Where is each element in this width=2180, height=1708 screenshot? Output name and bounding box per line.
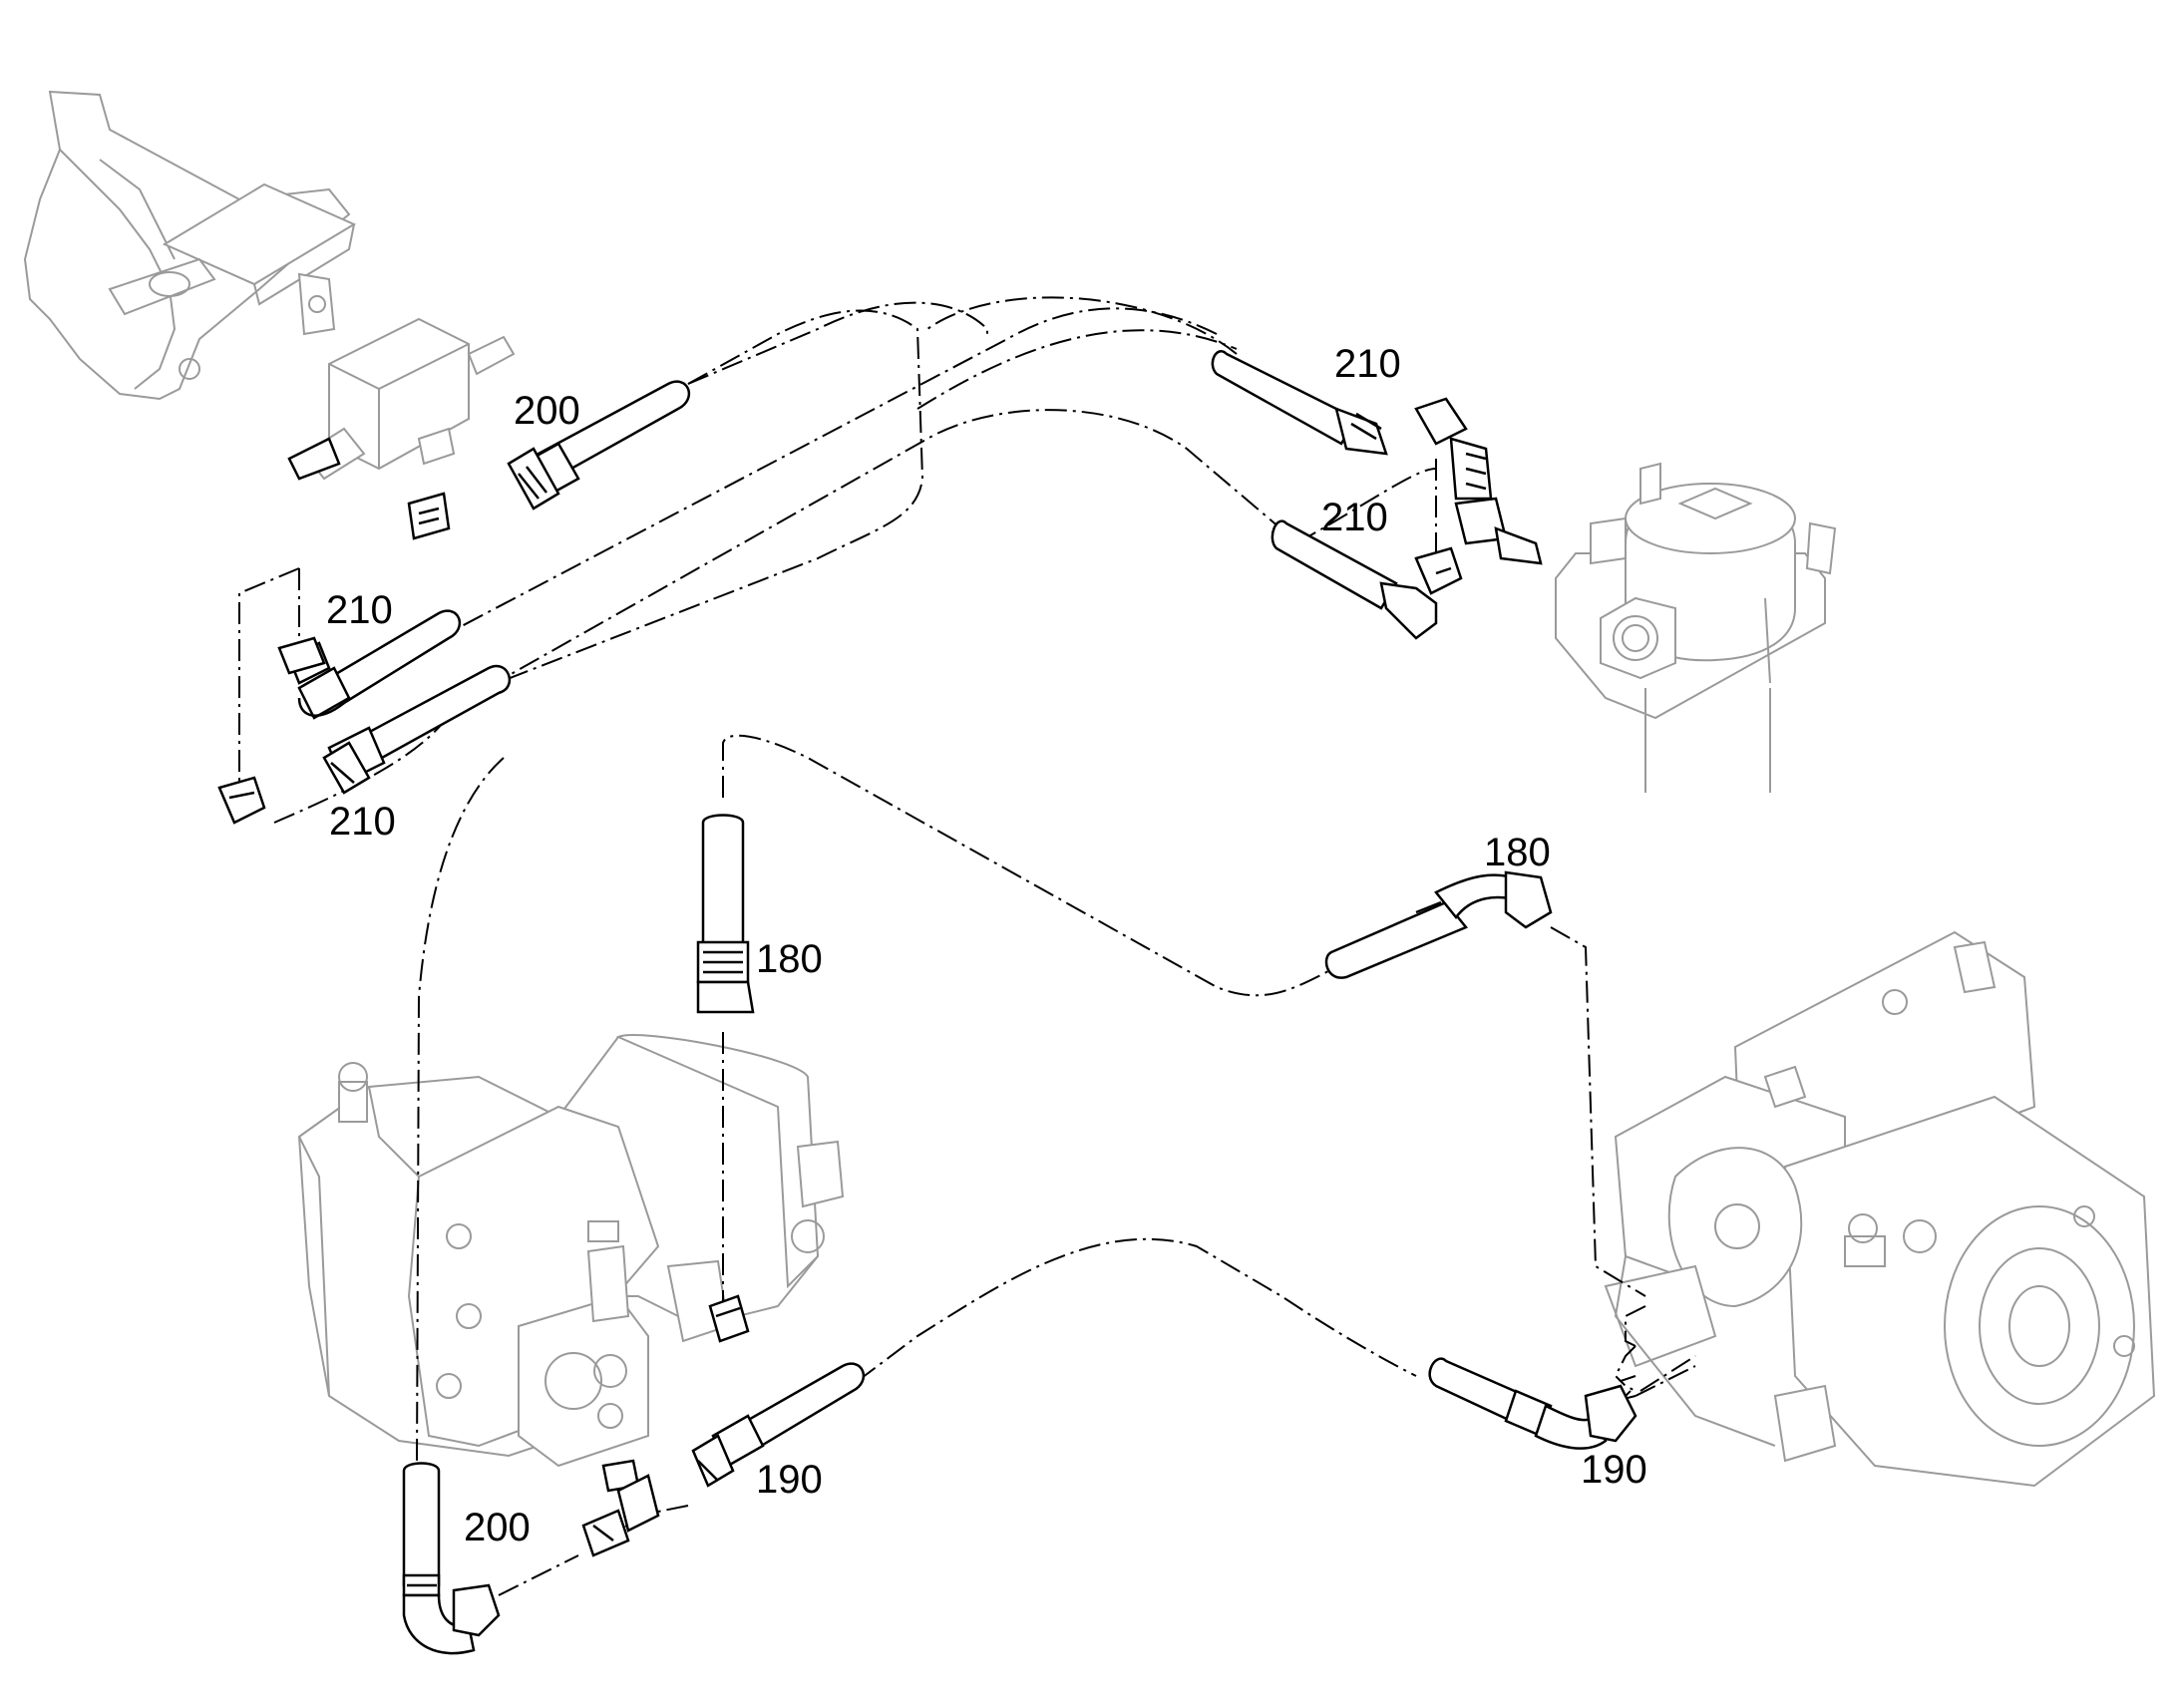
callout-180-center: 180 [756, 937, 823, 981]
callout-200-bottom-left: 200 [464, 1506, 531, 1549]
callout-190-bottom-right: 190 [1581, 1448, 1647, 1492]
hose-190-bottom-center [691, 1362, 865, 1488]
elbow-fitting-motor [708, 1294, 750, 1343]
hose-200-top [507, 380, 690, 511]
hose-210-left-upper [277, 609, 461, 720]
callout-210-left-upper: 210 [326, 588, 393, 632]
elbow-fitting-left-lower [217, 776, 266, 825]
hose-180-right [1324, 870, 1553, 979]
hose-210-upper-right [1211, 350, 1388, 456]
tee-fitting-bottom [581, 1459, 660, 1557]
callout-210-top-right: 210 [1334, 342, 1401, 386]
hose-200-bottom-left [402, 1462, 501, 1655]
hose-180-center [696, 814, 755, 1014]
hose-190-bottom-right [1428, 1357, 1637, 1450]
tee-fittings-right [1414, 397, 1543, 565]
callout-labels: 210 200 210 210 210 180 180 200 190 190 [326, 342, 1647, 1549]
pedal-bracket [23, 90, 357, 401]
hydraulic-pump [1604, 930, 2156, 1488]
callout-210-mid-right: 210 [1321, 496, 1388, 539]
callout-180-right: 180 [1484, 831, 1551, 874]
elbow-fitting-top-left [287, 437, 451, 540]
hydraulic-motor [297, 1034, 845, 1468]
callout-200-top-left: 200 [514, 389, 580, 433]
filter-valve-unit [1555, 462, 1837, 793]
connection-lines [238, 296, 1696, 1596]
hose-210-mid-right [1271, 519, 1463, 640]
callout-210-left-lower: 210 [329, 800, 396, 844]
hose-210-left-lower [322, 664, 511, 795]
callout-190-bottom-center: 190 [756, 1458, 823, 1502]
